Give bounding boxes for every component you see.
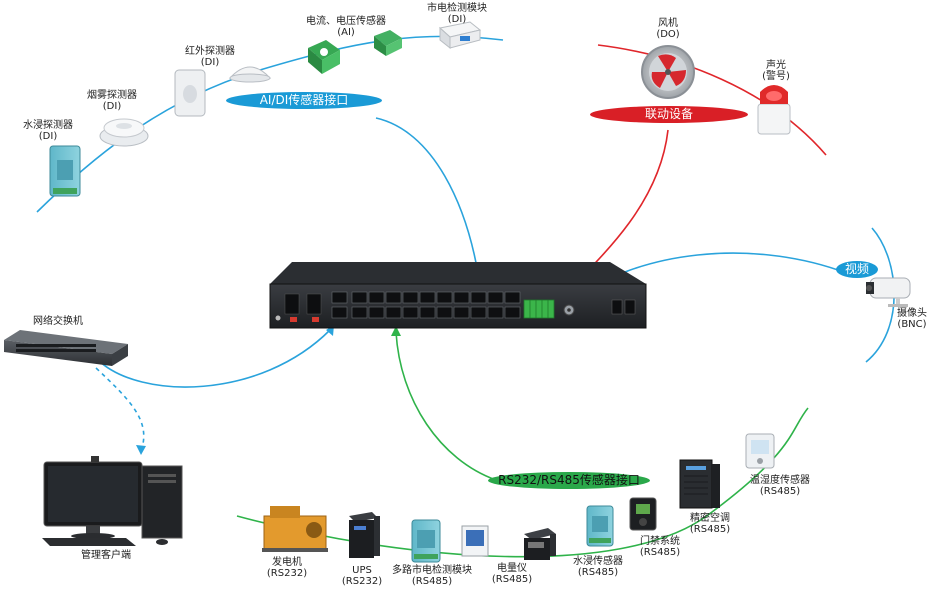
label-mains: 市电检测模块 (DI) — [427, 3, 487, 25]
mains-module-icon — [438, 21, 482, 50]
label-ups: UPS (RS232) — [342, 565, 382, 587]
water-sensor-module-icon — [49, 145, 81, 197]
access-control-icon — [629, 497, 657, 531]
label-client: 管理客户端 — [81, 550, 131, 561]
label-meter-name: 电量仪 — [497, 563, 527, 574]
linkage-bus-curve — [597, 44, 827, 156]
label-ac: 精密空调 (RS485) — [690, 513, 730, 535]
label-current-voltage: 电流、电压传感器 (AI) — [306, 16, 386, 38]
label-ac-proto: (RS485) — [689, 524, 731, 535]
label-alarm-name: 声光 — [766, 60, 786, 71]
label-smoke: 烟雾探测器 (DI) — [87, 90, 137, 112]
current-sensor-icon — [308, 40, 340, 74]
label-th-name: 温湿度传感器 — [750, 475, 810, 486]
label-smoke-proto: (DI) — [102, 101, 122, 112]
ceiling-sensor-icon — [228, 66, 272, 83]
client-link-dashed — [95, 367, 145, 449]
label-camera-proto: (BNC) — [897, 319, 927, 330]
water-sensor-icon — [586, 505, 614, 547]
label-mains-name: 市电检测模块 — [427, 3, 487, 14]
label-water-rs: 水浸传感器 (RS485) — [573, 556, 623, 578]
label-fan: 风机 (DO) — [656, 18, 679, 40]
label-current-voltage-name: 电流、电压传感器 — [306, 16, 386, 27]
fan-icon — [641, 45, 695, 99]
label-multi-mains-name: 多路市电检测模块 — [392, 565, 472, 576]
label-generator-proto: (RS232) — [266, 568, 308, 579]
label-multi-mains: 多路市电检测模块 (RS485) — [392, 565, 472, 587]
label-generator-name: 发电机 — [272, 557, 302, 568]
label-access-proto: (RS485) — [639, 547, 681, 558]
client-arrow-dashed — [136, 445, 146, 455]
label-access: 门禁系统 (RS485) — [640, 536, 680, 558]
label-infrared-proto: (DI) — [200, 57, 220, 68]
humidity-sensor-icon — [745, 433, 775, 469]
label-water-di-proto: (DI) — [38, 131, 58, 142]
label-water-di-name: 水浸探测器 — [23, 120, 73, 131]
strobe-alarm-icon — [757, 85, 791, 135]
generator-icon — [262, 506, 328, 552]
label-water-di: 水浸探测器 (DI) — [23, 120, 73, 142]
label-multi-mains-proto: (RS485) — [411, 576, 453, 587]
label-ups-proto: (RS232) — [341, 576, 383, 587]
desktop-computer-icon — [42, 456, 183, 546]
label-mains-proto: (DI) — [447, 14, 467, 25]
label-water-rs-name: 水浸传感器 — [573, 556, 623, 567]
label-infrared-name: 红外探测器 — [185, 46, 235, 57]
label-meter-proto: (RS485) — [491, 574, 533, 585]
ups-icon — [349, 512, 380, 558]
label-ac-name: 精密空调 — [690, 513, 730, 524]
label-meter: 电量仪 (RS485) — [492, 563, 532, 585]
smoke-detector-icon — [99, 118, 149, 147]
label-fan-name: 风机 — [658, 18, 678, 29]
label-generator: 发电机 (RS232) — [267, 557, 307, 579]
infrared-detector-icon — [174, 69, 206, 117]
multi-mains-module-icon — [411, 519, 441, 563]
power-meter-icon — [461, 525, 489, 557]
label-infrared: 红外探测器 (DI) — [185, 46, 235, 68]
host-device — [269, 262, 647, 329]
label-alarm-proto: (警号) — [762, 71, 790, 82]
label-camera: 摄像头 (BNC) — [897, 308, 927, 330]
label-water-rs-proto: (RS485) — [577, 567, 619, 578]
label-switch-name: 网络交换机 — [33, 316, 83, 327]
rs-arrow — [391, 326, 401, 336]
label-alarm: 声光 (警号) — [762, 60, 790, 82]
label-fan-proto: (DO) — [656, 29, 680, 40]
precision-ac-icon — [679, 459, 720, 509]
label-current-voltage-proto: (AI) — [337, 27, 355, 38]
camera-icon — [866, 277, 911, 307]
rs-link — [395, 331, 497, 481]
network-link — [97, 329, 331, 388]
linkage-device-pill: 联动设备 — [590, 106, 748, 123]
voltage-sensor-icon — [374, 30, 402, 56]
power-meter-box-icon — [524, 528, 556, 560]
label-smoke-name: 烟雾探测器 — [87, 90, 137, 101]
label-th-proto: (RS485) — [759, 486, 801, 497]
label-ups-name: UPS — [352, 565, 372, 576]
label-switch: 网络交换机 — [33, 316, 83, 327]
ai-di-interface-pill: AI/DI传感器接口 — [226, 92, 382, 109]
network-switch-icon — [4, 330, 128, 366]
rs-interface-pill: RS232/RS485传感器接口 — [488, 472, 650, 489]
label-client-name: 管理客户端 — [81, 550, 131, 561]
label-camera-name: 摄像头 — [897, 308, 927, 319]
label-th: 温湿度传感器 (RS485) — [750, 475, 810, 497]
label-access-name: 门禁系统 — [640, 536, 680, 547]
video-pill: 视频 — [836, 261, 878, 278]
